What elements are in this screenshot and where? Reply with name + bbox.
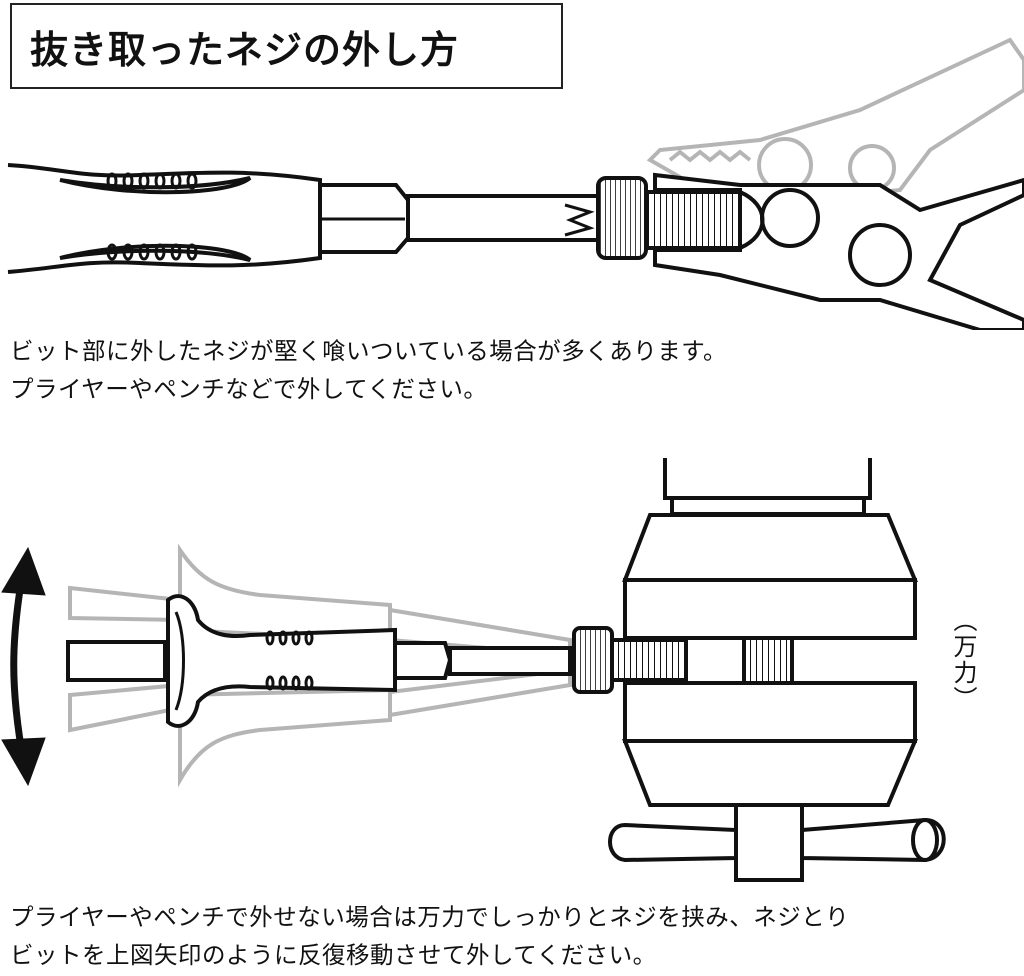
screwdriver-shaft [318, 183, 600, 254]
double-arrow-icon [1, 546, 46, 787]
title-box: 抜き取ったネジの外し方 [10, 3, 563, 89]
caption-vise: プライヤーやペンチで外せない場合は万力でしっかりとネジを挟み、ネジとり ビットを… [10, 898, 849, 974]
vise-label: （万力） [949, 608, 977, 712]
pliers-diagram [7, 37, 1024, 330]
caption-line: ビット部に外したネジが堅く喰いついている場合が多くあります。 [10, 337, 727, 365]
screwdriver-handle [7, 163, 322, 274]
page-title: 抜き取ったネジの外し方 [30, 27, 460, 72]
pliers [653, 172, 1024, 330]
vise [608, 458, 946, 882]
caption-line: プライヤーやペンチで外せない場合は万力でしっかりとネジを挟み、ネジとり [10, 903, 850, 931]
caption-line: プライヤーやペンチなどで外してください。 [10, 375, 488, 403]
caption-pliers: ビット部に外したネジが堅く喰いついている場合が多くあります。 プライヤーやペンチ… [10, 332, 727, 408]
vise-screw [572, 626, 688, 694]
caption-line: ビットを上図矢印のように反復移動させて外してください。 [10, 941, 657, 969]
vise-diagram [1, 458, 946, 882]
pliers-ghost [646, 37, 1024, 203]
screw [596, 176, 742, 260]
t-handle-tool [66, 594, 572, 728]
